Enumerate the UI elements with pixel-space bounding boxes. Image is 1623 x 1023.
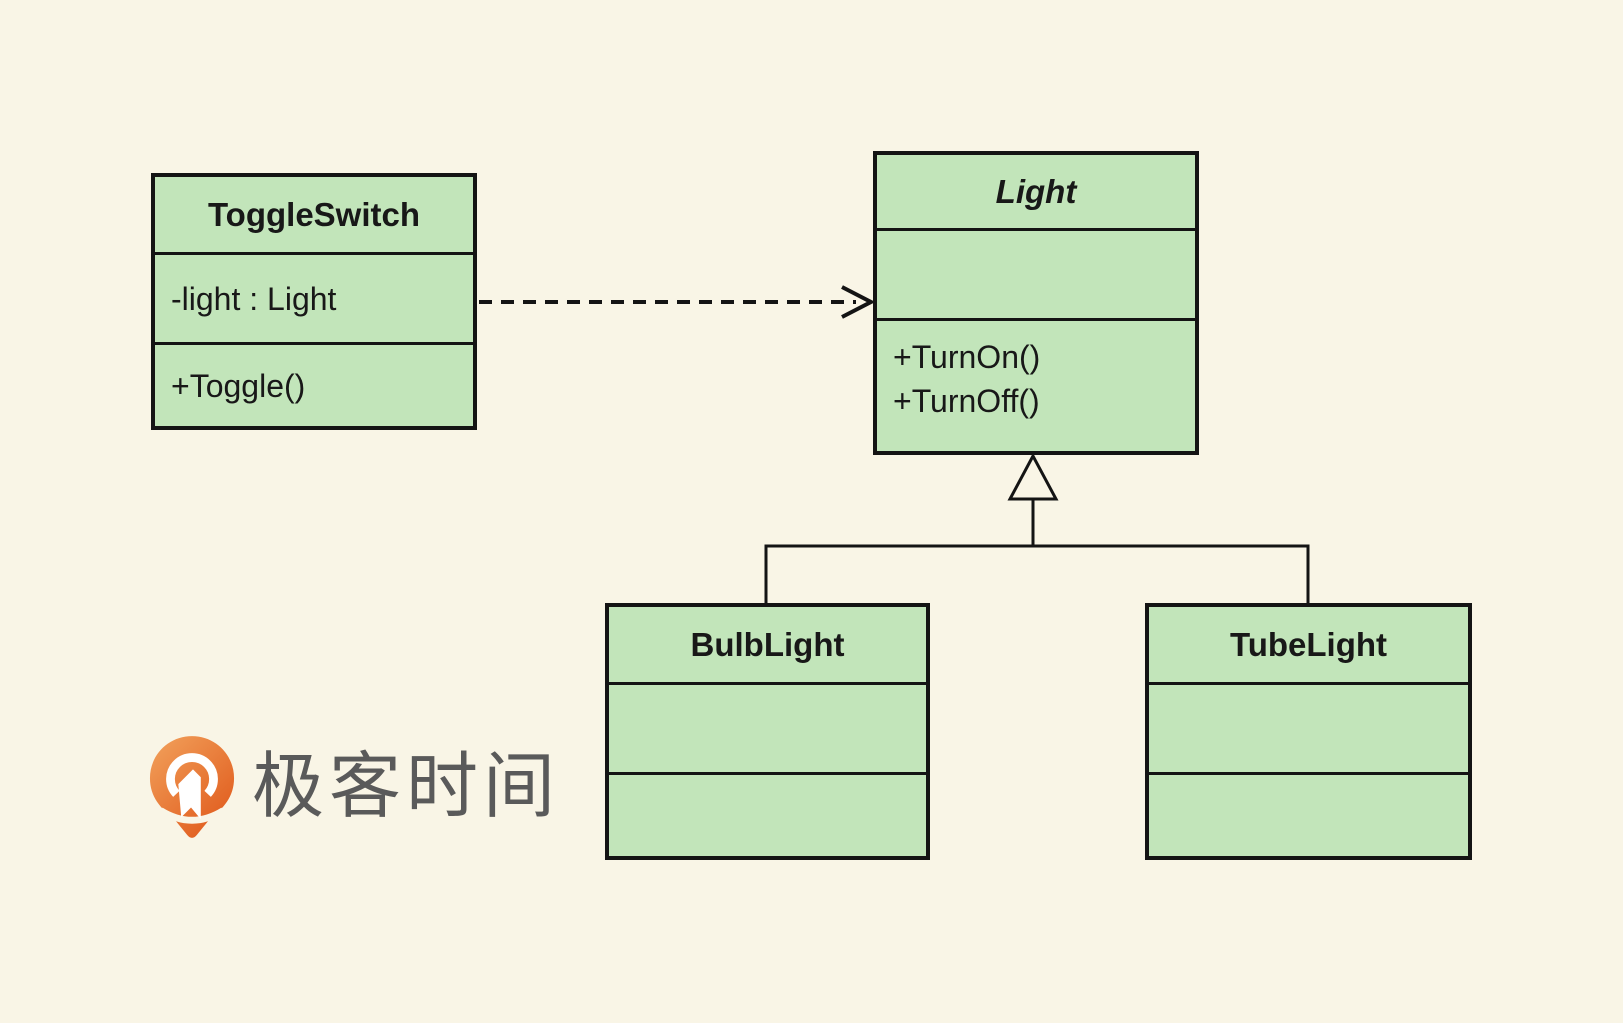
attributes-section-empty (877, 231, 1195, 321)
method-turnoff: +TurnOff() (893, 383, 1040, 419)
class-box-light: Light +TurnOn() +TurnOff() (873, 151, 1199, 455)
attributes-section: -light : Light (155, 255, 473, 345)
methods-section: +Toggle() (155, 345, 473, 426)
class-name-light: Light (877, 155, 1195, 231)
geektime-pin-q-icon (149, 736, 235, 838)
geektime-logo-text: 极客时间 (252, 747, 561, 827)
methods-section-empty (1149, 775, 1468, 856)
attribute-light: -light : Light (171, 280, 337, 317)
class-box-tubelight: TubeLight (1145, 603, 1472, 860)
class-name-toggleswitch: ToggleSwitch (155, 177, 473, 255)
attributes-section-empty (1149, 685, 1468, 775)
inheritance-triangle-icon (1007, 452, 1059, 501)
method-turnon: +TurnOn() (893, 339, 1041, 375)
inheritance-branch-line (764, 544, 1310, 603)
class-box-bulblight: BulbLight (605, 603, 930, 860)
class-name-tubelight: TubeLight (1149, 607, 1468, 685)
class-name-bulblight: BulbLight (609, 607, 926, 685)
methods-section-empty (609, 775, 926, 856)
method-toggle: +Toggle() (171, 367, 306, 404)
attributes-section-empty (609, 685, 926, 775)
geektime-logo: 极客时间 (148, 735, 560, 839)
dependency-arrowhead-icon (841, 285, 876, 319)
methods-section: +TurnOn() +TurnOff() (877, 321, 1195, 451)
class-box-toggleswitch: ToggleSwitch -light : Light +Toggle() (151, 173, 477, 430)
